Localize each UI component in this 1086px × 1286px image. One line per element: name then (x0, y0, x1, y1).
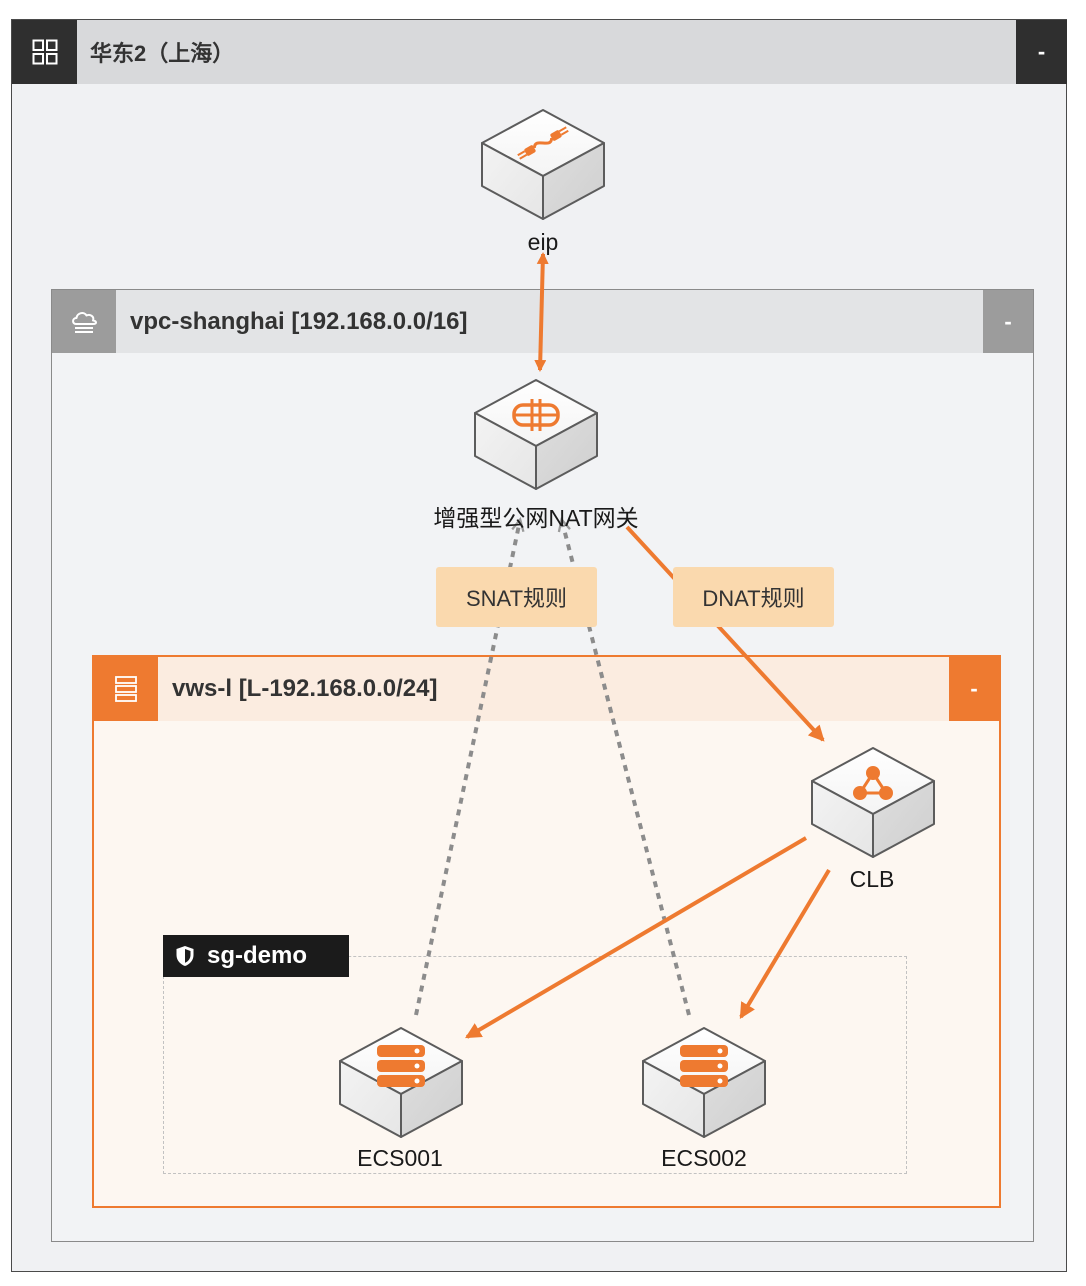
security-group-name: sg-demo (207, 942, 308, 969)
ecs001-node[interactable] (337, 1025, 465, 1140)
server-icon (377, 1045, 425, 1087)
security-group-boundary (163, 956, 907, 1174)
vswitch-title: vws-l [L-192.168.0.0/24] (172, 675, 438, 702)
vpc-header-bar (116, 290, 983, 353)
dnat-rule-tag[interactable]: DNAT规则 (673, 567, 834, 627)
grid-icon (12, 20, 77, 84)
nat-gateway-label: 增强型公网NAT网关 (433, 505, 639, 531)
vpc-collapse-button[interactable]: - (983, 290, 1033, 353)
nat-gateway-node[interactable] (472, 377, 600, 492)
security-group-label[interactable]: sg-demo (163, 935, 349, 977)
server-icon (680, 1045, 728, 1087)
ecs001-label: ECS001 (357, 1145, 443, 1171)
shield-icon (175, 945, 195, 967)
plug-cable-icon (517, 126, 569, 160)
vswitch-collapse-button[interactable]: - (949, 657, 999, 721)
snat-rule-tag[interactable]: SNAT规则 (436, 567, 597, 627)
vpc-title: vpc-shanghai [192.168.0.0/16] (130, 307, 468, 335)
server-stack-icon (94, 657, 158, 721)
region-title: 华东2（上海） (90, 41, 235, 66)
clb-node[interactable] (809, 745, 937, 860)
region-header-bar (77, 20, 1016, 84)
eip-node[interactable] (479, 107, 607, 222)
eip-label: eip (527, 229, 559, 255)
clb-label: CLB (849, 866, 895, 892)
ecs002-label: ECS002 (661, 1145, 747, 1171)
load-balancer-icon (853, 766, 893, 800)
nat-gateway-icon (512, 399, 560, 431)
ecs002-node[interactable] (640, 1025, 768, 1140)
region-collapse-button[interactable]: - (1016, 20, 1067, 84)
cloud-icon (52, 290, 116, 353)
